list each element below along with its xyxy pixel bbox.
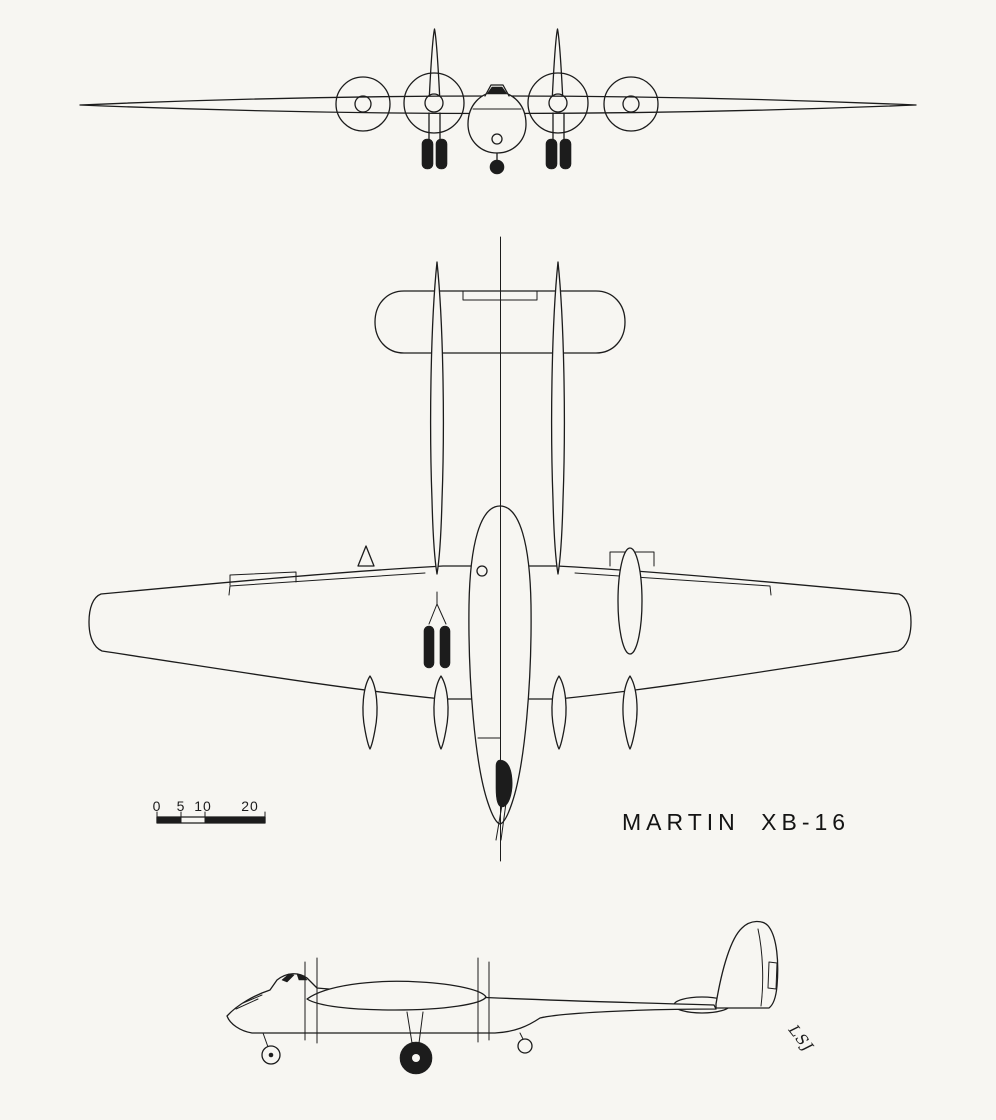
side-nose-gear-strut <box>262 1032 269 1048</box>
spinner-inboard-right <box>551 675 567 750</box>
artist-signature: LSJ <box>784 1021 817 1056</box>
front-left-fin <box>428 28 441 104</box>
top-gear-wheel-a <box>423 625 435 669</box>
side-wing <box>306 980 487 1011</box>
right-nacelle <box>617 547 643 655</box>
top-plan-view <box>88 236 912 862</box>
propeller-hub-outer-right <box>622 95 640 113</box>
propeller-hub-outer-left <box>354 95 372 113</box>
top-left-boom <box>429 261 445 575</box>
scale-bar-segment-3 <box>204 816 266 824</box>
propeller-disc-outer-left <box>335 76 391 132</box>
scale-label-0: 0 <box>153 798 162 814</box>
left-wing-fairing <box>357 545 375 567</box>
scale-label-5: 5 <box>177 798 186 814</box>
front-nose-detail <box>491 133 503 145</box>
left-aileron-line <box>228 572 426 596</box>
propeller-hub-inner-left <box>424 93 444 113</box>
side-nose-glazing <box>235 994 263 1010</box>
pod-turret-ring <box>476 565 488 577</box>
side-rudder-line <box>757 928 764 1007</box>
front-left-gear-struts <box>428 112 441 141</box>
propeller-disc-outer-right <box>603 76 659 132</box>
top-gear-struts <box>428 591 447 625</box>
drawing-title: MARTIN XB-16 <box>622 809 850 835</box>
front-left-wheel-a <box>421 138 434 170</box>
scale-label-10: 10 <box>194 798 212 814</box>
right-aileron-line <box>574 572 772 596</box>
front-view <box>79 28 917 175</box>
scale-bar-segment-1 <box>156 816 182 824</box>
side-prop-discs <box>304 957 490 1044</box>
front-right-fin <box>551 28 564 104</box>
side-main-gear-struts <box>406 1011 424 1044</box>
left-trailing-tab <box>229 571 297 586</box>
spinner-inboard-left <box>433 675 449 750</box>
side-main-wheel-hub <box>412 1054 420 1062</box>
spinner-outboard-left <box>362 675 378 750</box>
scale-bar-ticks <box>156 811 266 824</box>
side-canopy-frames <box>281 973 308 983</box>
propeller-disc-inner-left <box>403 72 465 134</box>
side-rear-wheel <box>517 1038 533 1054</box>
front-right-gear-struts <box>552 112 565 141</box>
propeller-hub-inner-right <box>548 93 568 113</box>
top-right-boom <box>550 261 566 575</box>
propeller-disc-inner-right <box>527 72 589 134</box>
top-gear-wheel-b <box>439 625 451 669</box>
nose-gun-barrels <box>495 802 507 841</box>
front-right-wheel-a <box>545 138 558 170</box>
spinner-outboard-right <box>622 675 638 750</box>
side-view: LSJ <box>226 920 817 1075</box>
side-nose-wheel-hub <box>268 1052 274 1058</box>
scale-bar: 0 5 10 20 <box>153 798 266 824</box>
front-canopy-frame <box>486 86 508 95</box>
front-right-wheel-b <box>559 138 572 170</box>
side-rear-gear-strut <box>519 1032 524 1040</box>
side-rudder-tab <box>767 961 778 990</box>
front-tail-wheel <box>489 159 505 175</box>
scale-label-20: 20 <box>241 798 259 814</box>
front-left-wheel-b <box>435 138 448 170</box>
